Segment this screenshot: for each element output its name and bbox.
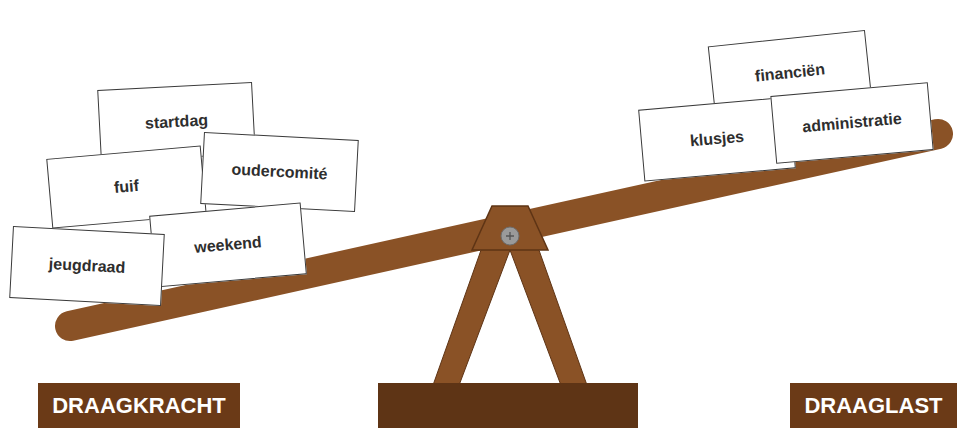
card-label: fuif (113, 177, 139, 197)
card-label: weekend (194, 233, 263, 257)
pivot-bolt (501, 227, 519, 245)
card-label: oudercomité (231, 160, 328, 183)
side-label: DRAAGKRACHT (52, 393, 226, 419)
card-label: startdag (144, 111, 208, 132)
seesaw-base (378, 383, 638, 428)
seesaw-pivot-block (472, 206, 548, 250)
card-label: jeugdraad (48, 255, 125, 277)
activity-card: administratie (770, 82, 933, 164)
activity-card: oudercomité (200, 132, 359, 212)
activity-card: weekend (149, 203, 307, 288)
side-label: DRAAGLAST (804, 393, 942, 419)
pivot-cross (506, 232, 514, 240)
card-label: financiën (754, 60, 826, 85)
balance-side-label: DRAAGLAST (790, 383, 957, 428)
card-label: administratie (802, 110, 903, 137)
activity-card: jeugdraad (9, 226, 165, 306)
card-label: klusjes (689, 128, 745, 151)
balance-side-label: DRAAGKRACHT (38, 383, 240, 428)
